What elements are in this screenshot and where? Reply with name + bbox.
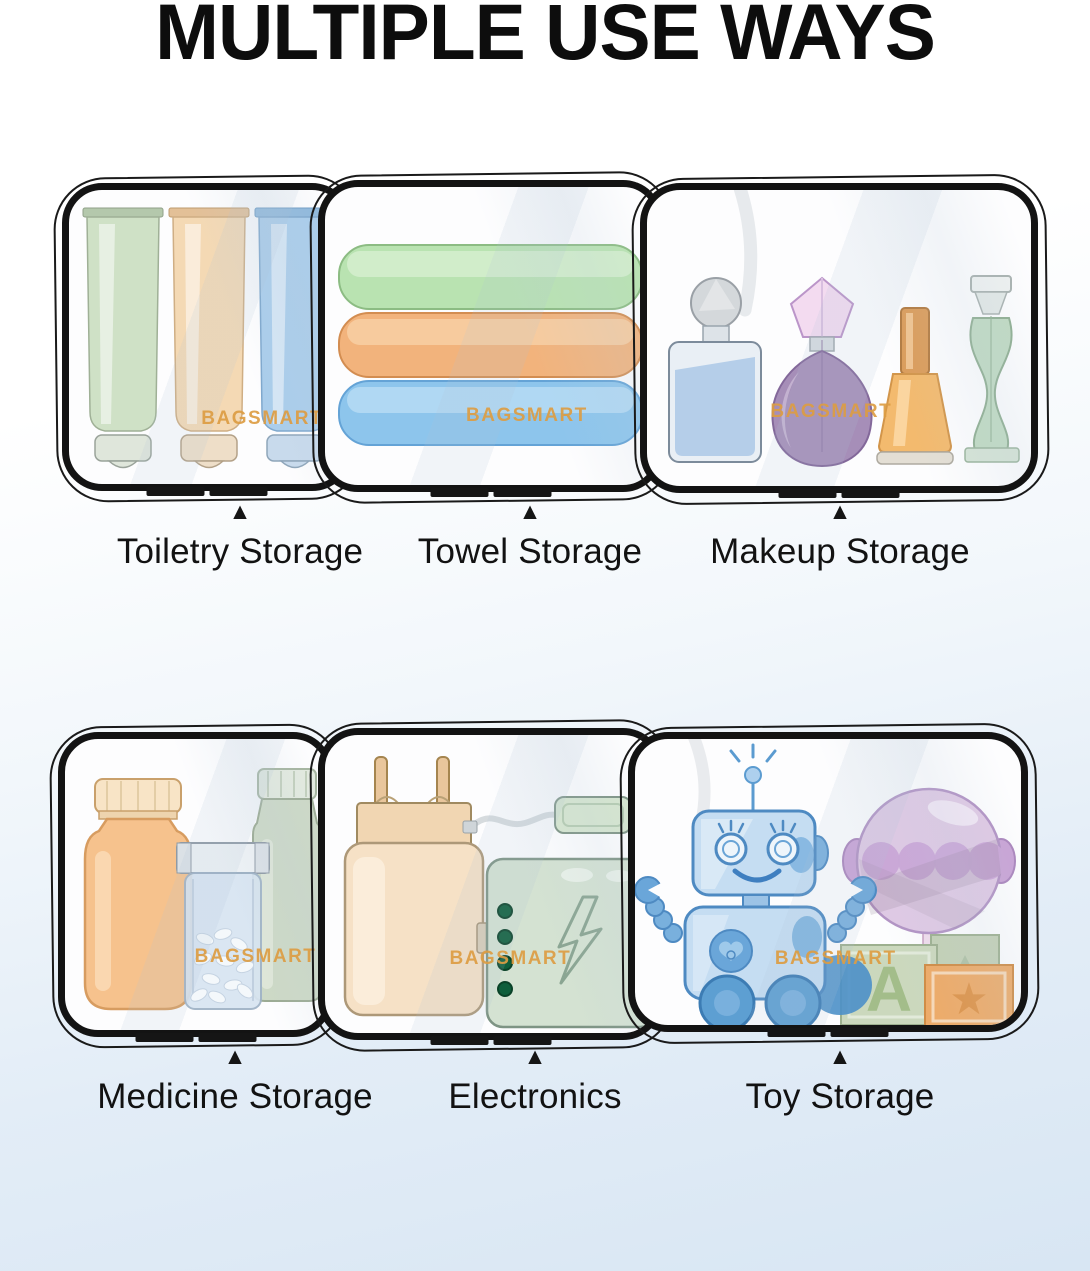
pouch-medicine: BAGSMART — [58, 732, 333, 1042]
pouch-electronics-window: BAGSMART — [318, 728, 663, 1040]
perfume-orange-icon — [876, 307, 954, 465]
caption-label-makeup: Makeup Storage — [710, 532, 970, 571]
tube-green-icon — [82, 207, 164, 469]
usb-cable-icon — [462, 796, 656, 834]
tube-orange-icon — [168, 207, 250, 469]
perfume-bottles-illustration — [668, 190, 1020, 468]
caption-label-toiletry: Toiletry Storage — [116, 532, 364, 571]
pouch-toy: A ★ — [628, 732, 1028, 1037]
power-bank-icon — [485, 857, 656, 1029]
pouch-toy-window: A ★ — [628, 732, 1028, 1032]
brand-watermark: BAGSMART — [194, 946, 317, 968]
pointer-up-icon: ▲ — [828, 1043, 852, 1069]
caption-label-electronics: Electronics — [448, 1077, 622, 1116]
hanging-strap — [688, 739, 711, 829]
wall-charger-icon — [343, 756, 494, 1017]
pills — [190, 928, 255, 1004]
pouch-towel-window: BAGSMART — [318, 180, 663, 492]
zipper-tab — [778, 489, 900, 498]
page-title: MULTIPLE USE WAYS — [155, 0, 936, 76]
folded-towels-illustration — [338, 244, 643, 446]
pouch-toiletry: BAGSMART — [62, 183, 352, 496]
pouch-makeup: BAGSMART — [640, 183, 1038, 498]
pointer-up-icon: ▲ — [523, 1043, 547, 1069]
caption-label-medicine: Medicine Storage — [97, 1077, 373, 1116]
caption-toy: ▲ Toy Storage — [690, 1045, 990, 1117]
spark-lines — [729, 743, 777, 763]
perfume-purple-icon — [771, 276, 873, 468]
pouch-toiletry-window: BAGSMART — [62, 183, 352, 491]
electronics-illustration — [343, 756, 656, 1029]
perfume-green-icon — [964, 275, 1020, 463]
caption-electronics: ▲ Electronics — [405, 1045, 665, 1117]
pouch-towel: BAGSMART — [318, 180, 663, 497]
caption-toiletry: ▲ Toiletry Storage — [80, 500, 400, 572]
zipper-tab — [146, 487, 268, 496]
toiletry-tubes-illustration — [82, 207, 336, 469]
pointer-up-icon: ▲ — [518, 498, 542, 524]
bottle-orange-icon — [83, 778, 193, 1011]
brand-watermark: BAGSMART — [774, 948, 897, 970]
towel-orange-icon — [338, 312, 643, 378]
caption-label-towel: Towel Storage — [417, 532, 643, 571]
hanging-strap — [733, 190, 758, 317]
zipper-tab — [430, 488, 551, 497]
caption-makeup: ▲ Makeup Storage — [680, 500, 1000, 572]
brand-watermark: BAGSMART — [201, 408, 324, 430]
toy-blocks-icon: A ★ — [840, 934, 1014, 1025]
pouch-medicine-window: BAGSMART — [58, 732, 333, 1037]
lightning-icon — [557, 895, 603, 985]
zipper-tab — [767, 1028, 889, 1037]
pouch-electronics: BAGSMART — [318, 728, 663, 1045]
pouch-makeup-window: BAGSMART — [640, 183, 1038, 493]
towel-blue-icon — [338, 380, 643, 446]
toys-illustration: A ★ — [635, 739, 1016, 1025]
robot-toy-icon — [635, 743, 877, 1025]
zipper-tab — [135, 1033, 256, 1042]
brand-watermark: BAGSMART — [466, 405, 588, 427]
pointer-up-icon: ▲ — [228, 498, 252, 524]
robot-arm-left — [635, 876, 683, 943]
caption-towel: ▲ Towel Storage — [400, 500, 660, 572]
caption-label-toy: Toy Storage — [745, 1077, 935, 1116]
perfume-blue-icon — [668, 277, 762, 463]
caption-medicine: ▲ Medicine Storage — [75, 1045, 395, 1117]
brand-watermark: BAGSMART — [770, 401, 893, 422]
brand-watermark: BAGSMART — [449, 947, 572, 969]
robot-arm-right — [827, 876, 877, 943]
rattle-toy-icon — [842, 787, 1016, 1002]
pointer-up-icon: ▲ — [223, 1043, 247, 1069]
block-letter: A — [866, 953, 912, 1025]
towel-green-icon — [338, 244, 643, 310]
tube-blue-icon — [254, 207, 336, 469]
zipper-tab — [430, 1036, 551, 1045]
pointer-up-icon: ▲ — [828, 498, 852, 524]
pill-jar-icon — [176, 842, 270, 1010]
medicine-bottles-illustration — [83, 768, 322, 1011]
block-star-icon: ★ — [949, 975, 988, 1024]
